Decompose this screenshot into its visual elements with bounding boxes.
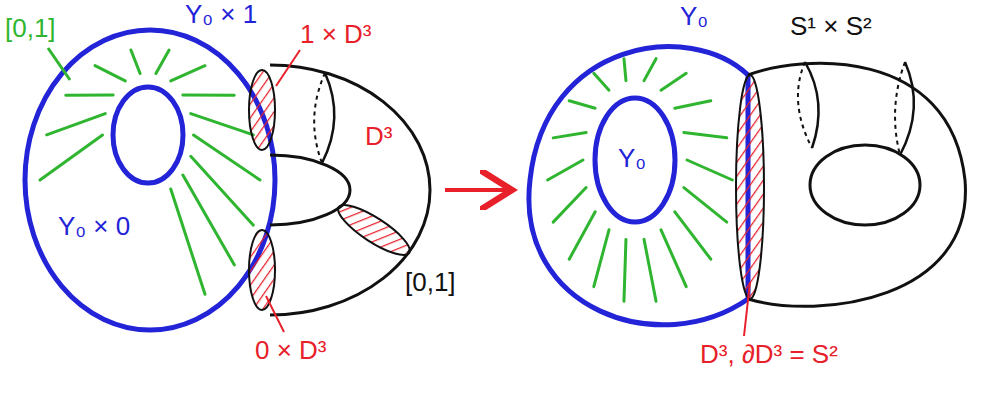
- cross-section: [895, 62, 905, 155]
- math-label: Y₀: [680, 2, 708, 31]
- math-label: Y₀: [618, 144, 646, 173]
- fiber-line: [624, 239, 626, 301]
- fiber-line: [194, 135, 261, 180]
- torus-outer: [748, 63, 965, 306]
- handle-inner: [270, 155, 350, 225]
- math-label: D³, ∂D³ = S²: [700, 340, 838, 369]
- fiber-line: [594, 73, 609, 90]
- fiber-line: [644, 239, 656, 301]
- fiber-line: [171, 66, 205, 81]
- torus-hole: [810, 145, 920, 225]
- cross-section: [314, 73, 325, 163]
- math-label: Y₀ × 1: [185, 0, 257, 29]
- fiber-line: [644, 59, 656, 81]
- fiber-line: [675, 101, 711, 108]
- fiber-line: [171, 189, 205, 294]
- leader-line: [744, 282, 750, 336]
- fiber-line: [40, 135, 103, 180]
- fiber-line: [569, 101, 595, 108]
- fiber-line: [553, 188, 586, 223]
- fiber-line: [684, 132, 727, 137]
- math-label: Y₀ × 0: [58, 212, 130, 241]
- fiber-line: [661, 230, 686, 287]
- disc-section: [332, 197, 416, 263]
- fiber-line: [191, 114, 254, 135]
- fiber-line: [156, 50, 169, 74]
- map-arrow: [445, 188, 508, 192]
- math-label: [0,1]: [5, 14, 56, 43]
- fiber-line: [131, 50, 140, 74]
- disc-end: [249, 70, 275, 150]
- fiber-line: [47, 114, 106, 135]
- cross-section: [322, 73, 334, 163]
- leader-line: [266, 296, 284, 332]
- fiber-line: [548, 160, 583, 180]
- math-label: 1 × D³: [300, 20, 372, 49]
- math-label: 0 × D³: [255, 336, 327, 365]
- fiber-line: [191, 156, 254, 225]
- boundary-inner: [595, 98, 675, 222]
- fiber-line: [553, 132, 586, 137]
- leader-line: [48, 48, 70, 80]
- boundary-outer: [529, 47, 748, 325]
- boundary-inner: [113, 87, 183, 183]
- fiber-line: [183, 93, 234, 96]
- boundary-outer: [25, 30, 275, 330]
- fiber-line: [569, 212, 595, 259]
- leader-line: [276, 50, 300, 86]
- fiber-line: [66, 93, 113, 96]
- math-label: [0,1]: [405, 268, 456, 297]
- math-label: S¹ × S²: [790, 12, 872, 41]
- fiber-line: [675, 212, 711, 259]
- fiber-line: [687, 160, 732, 180]
- fiber-line: [624, 59, 626, 81]
- fiber-line: [684, 188, 727, 223]
- cross-section: [900, 62, 914, 155]
- math-label: D³: [365, 122, 392, 151]
- fiber-line: [661, 73, 686, 90]
- fiber-group: [40, 50, 732, 301]
- cross-section: [798, 62, 812, 148]
- fiber-line: [95, 66, 125, 81]
- disc: [736, 75, 764, 299]
- fiber-line: [594, 230, 609, 287]
- disc-end: [249, 230, 275, 310]
